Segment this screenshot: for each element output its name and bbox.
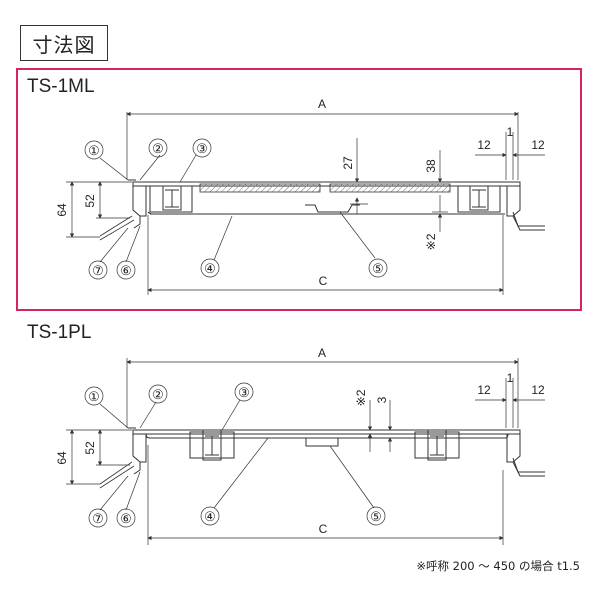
ts-1ml-dim-c-label: C xyxy=(319,274,328,288)
ts-1pl-callouts xyxy=(84,382,386,528)
ts-1pl-callout-4: ④ xyxy=(204,509,216,524)
ts-1ml-callout-6: ⑥ xyxy=(120,263,132,278)
ts-1ml-callout-2: ② xyxy=(152,141,164,156)
ts-1ml-callout-3: ③ xyxy=(196,141,208,156)
ts-1pl-body xyxy=(99,427,545,489)
ts-1pl-dim-12-right-label: 12 xyxy=(531,383,545,397)
ts-1ml-body xyxy=(99,179,545,241)
ts-1ml-callout-7: ⑦ xyxy=(92,263,104,278)
ts-1ml-callout-4: ④ xyxy=(204,261,216,276)
ts-1pl-dim-1-label: 1 xyxy=(507,371,514,385)
ts-1ml-dim-c: C xyxy=(147,215,504,295)
ts-1pl-dim-52-label: 52 xyxy=(83,441,97,455)
drawing-title-text: 寸法図 xyxy=(32,32,96,57)
ts-1ml-dim-12-1-12: 12 1 12 xyxy=(475,125,545,180)
ts-1ml-dim-38: 38 ※2 xyxy=(424,150,448,250)
ts-1pl-callout-7: ⑦ xyxy=(92,511,104,526)
ts-1pl-dim-64-52: 64 52 xyxy=(55,429,132,485)
ts-1ml-dim-a: A xyxy=(126,97,519,180)
ts-1pl-callout-1: ① xyxy=(88,389,100,404)
ts-1ml-drawing: A C xyxy=(55,97,545,295)
ts-1pl-callout-2: ② xyxy=(152,387,164,402)
ts-1pl-drawing: A C xyxy=(55,346,545,545)
ts-1ml-dim-a-label: A xyxy=(318,97,326,111)
ts-1ml-callouts xyxy=(84,138,388,280)
ts-1ml-dim-64-label: 64 xyxy=(55,203,69,217)
ts-1ml-dim-27-label: 27 xyxy=(341,156,355,170)
ts-1ml-dim-1-label: 1 xyxy=(507,125,514,139)
ts-1pl-callout-5: ⑤ xyxy=(370,509,382,524)
model-label-ts-1ml: TS-1ML xyxy=(27,76,95,97)
ts-1ml-dim-12-left-label: 12 xyxy=(477,138,491,152)
ts-1ml-dim-52-label: 52 xyxy=(83,194,97,208)
drawing-title: 寸法図 xyxy=(20,25,108,61)
ts-1ml-dim-64-52: 64 52 xyxy=(55,181,132,238)
ts-1pl-dim-c: C xyxy=(147,445,504,545)
ts-1pl-dim-64-label: 64 xyxy=(55,451,69,465)
ts-1ml-dim-38-label: 38 xyxy=(424,159,438,173)
ts-1ml-dim-27: 27 xyxy=(341,138,368,214)
footnote: ※呼称 200 ～ 450 の場合 t1.5 xyxy=(416,559,580,573)
ts-1pl-note2-label: ※2 xyxy=(354,389,368,406)
ts-1ml-highlight-frame xyxy=(16,68,582,311)
ts-1pl-dim-c-label: C xyxy=(319,522,328,536)
ts-1pl-callout-6: ⑥ xyxy=(120,511,132,526)
ts-1pl-dim-a: A xyxy=(126,346,519,428)
ts-1pl-dim-a-label: A xyxy=(318,346,326,360)
ts-1pl-callout-labels: ① ② ③ ④ ⑤ ⑥ ⑦ xyxy=(88,385,382,526)
ts-1ml-callout-labels: ① ② ③ ④ ⑤ ⑥ ⑦ xyxy=(88,141,384,278)
ts-1pl-dim-3-label: 3 xyxy=(375,396,389,403)
ts-1ml-callout-1: ① xyxy=(88,143,100,158)
ts-1ml-note2-label: ※2 xyxy=(424,233,438,250)
ts-1ml-dim-12-right-label: 12 xyxy=(531,138,545,152)
model-label-ts-1pl: TS-1PL xyxy=(27,322,92,343)
ts-1pl-callout-3: ③ xyxy=(238,385,250,400)
ts-1pl-dim-note2-3: ※2 3 xyxy=(354,389,398,452)
ts-1pl-dim-12-1-12: 12 1 12 xyxy=(475,371,545,428)
ts-1ml-callout-5: ⑤ xyxy=(372,261,384,276)
ts-1pl-dim-12-left-label: 12 xyxy=(477,383,491,397)
